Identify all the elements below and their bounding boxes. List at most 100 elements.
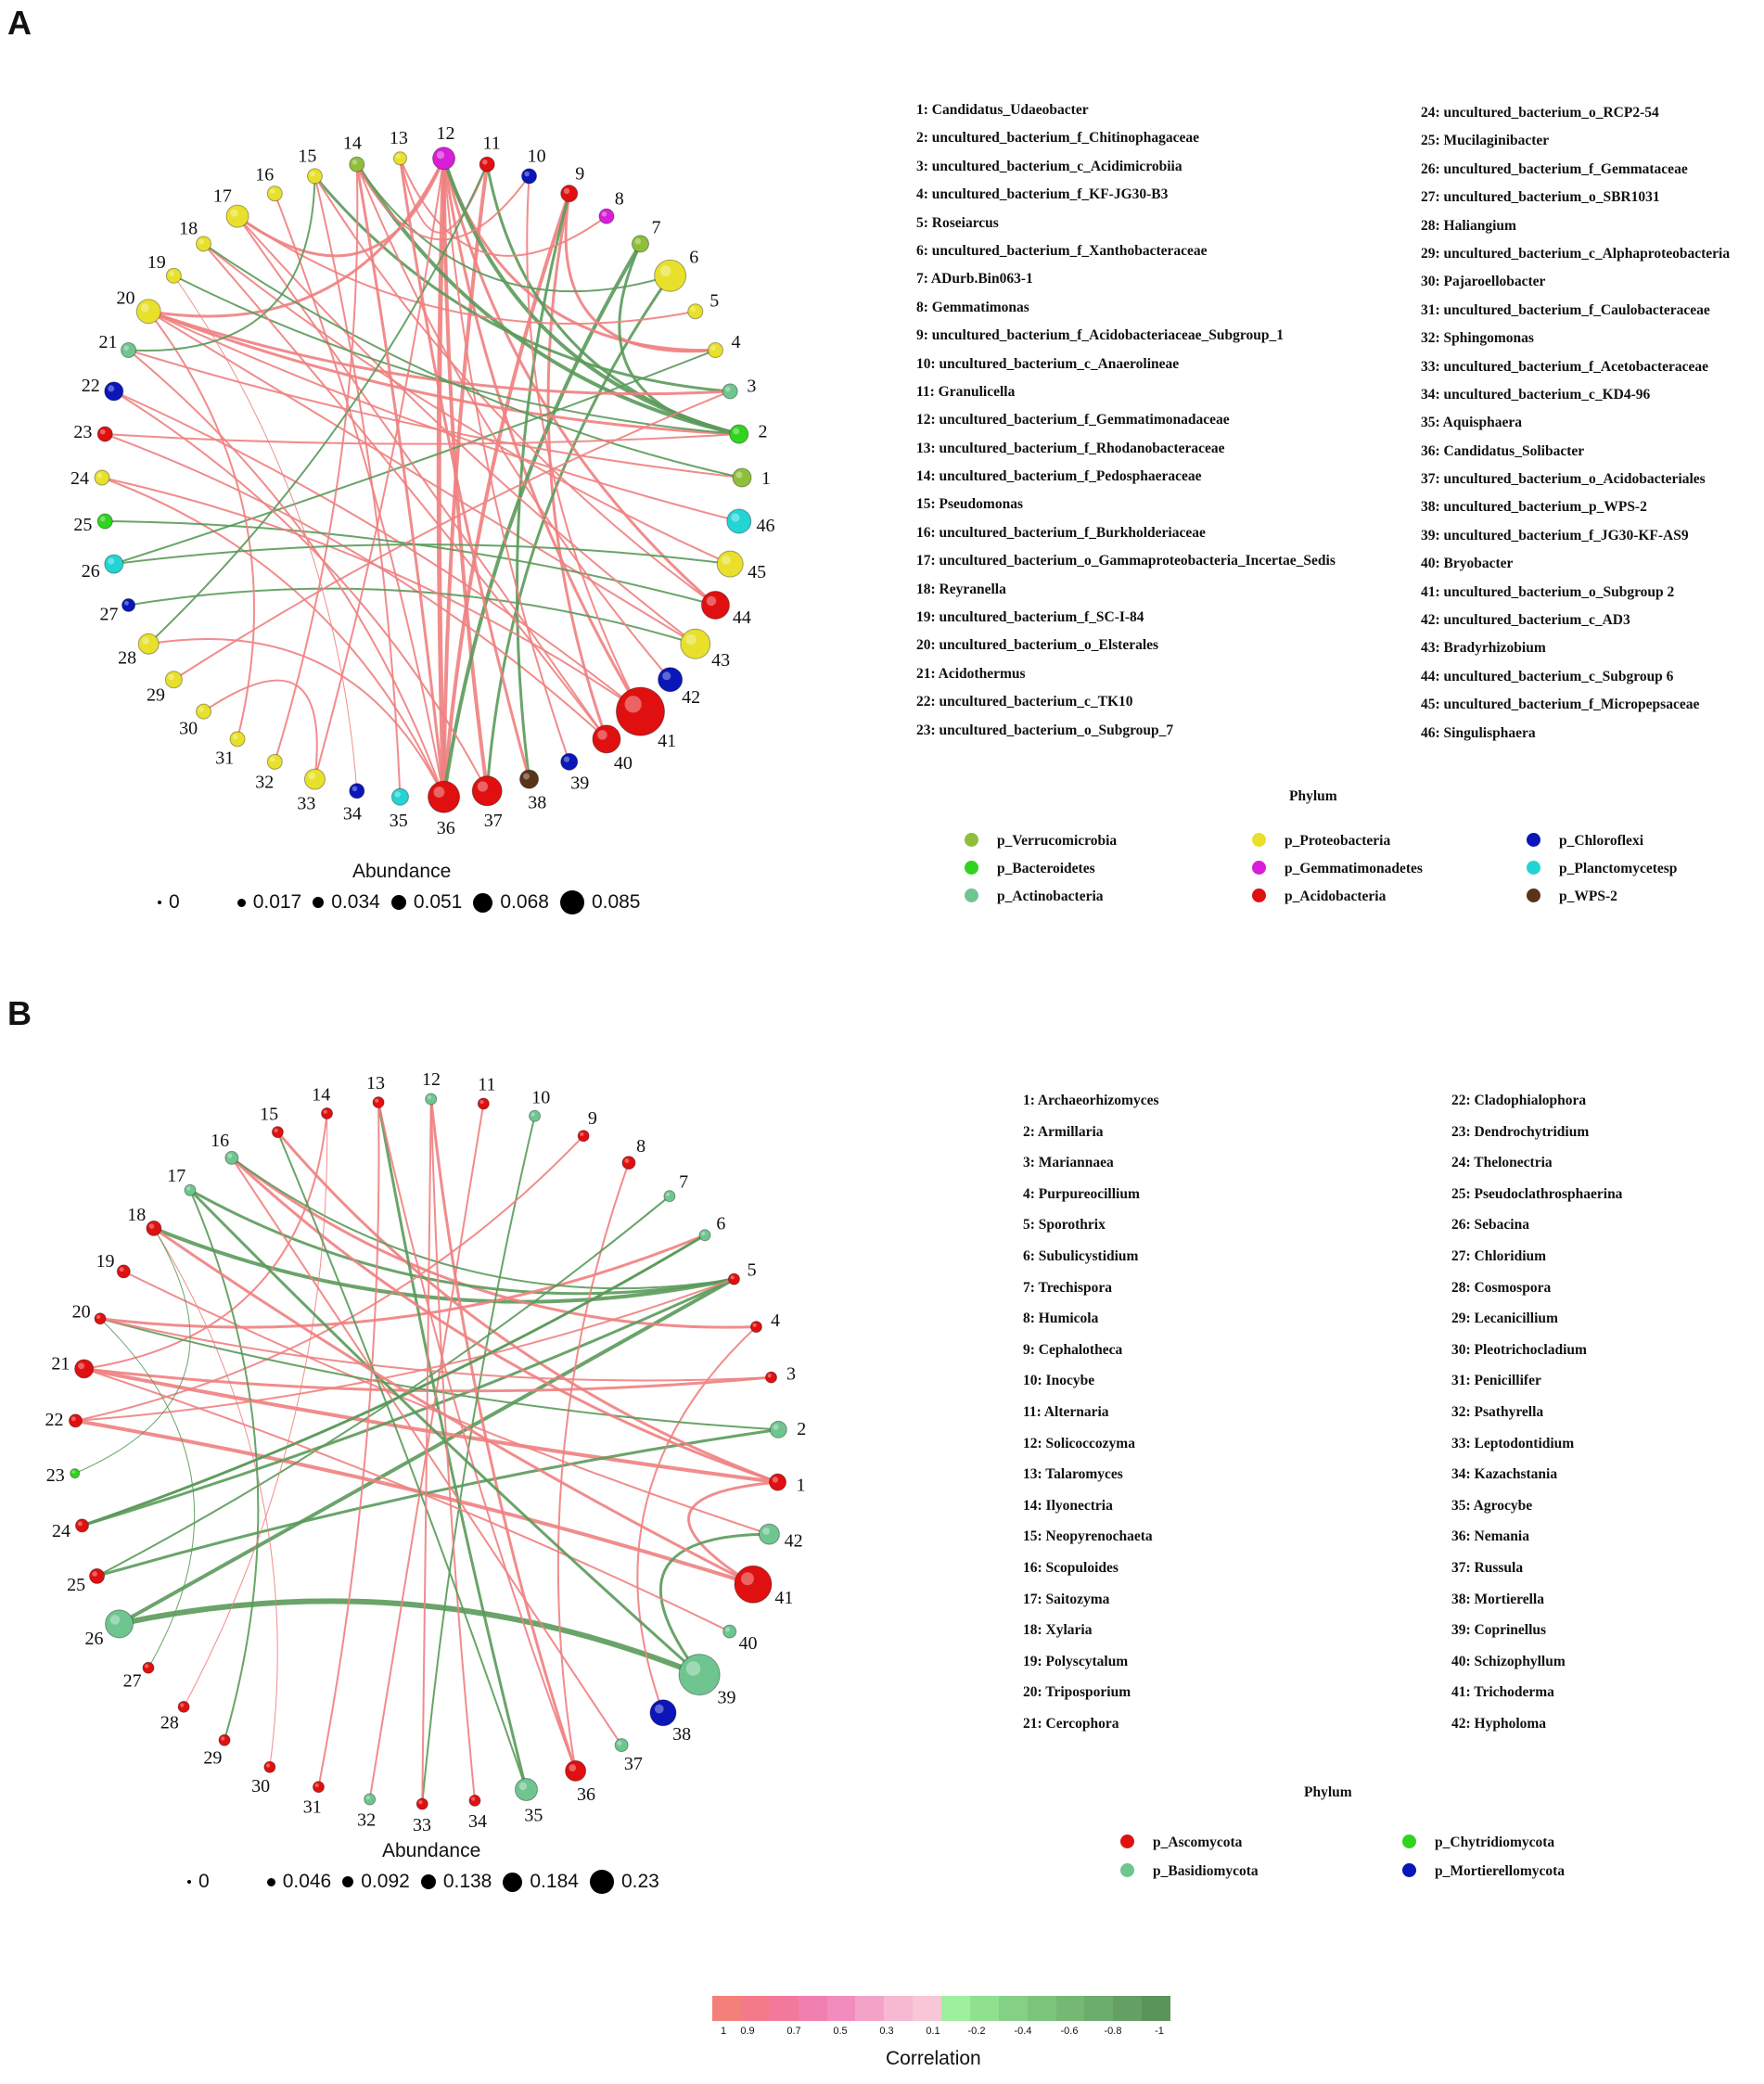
panel-b-letter: B: [7, 994, 32, 1032]
node-35: [514, 1777, 538, 1801]
basidiomycota-dot: [1120, 1863, 1134, 1877]
node-label: 32: [357, 1810, 376, 1831]
node-33: [415, 1797, 428, 1810]
node-label: 17: [213, 185, 232, 206]
node-highlight: [659, 265, 671, 277]
correlation-edge: [82, 1234, 706, 1527]
node-13: [392, 151, 407, 166]
node-highlight: [198, 238, 204, 245]
taxon: 36: Nemania: [1451, 1528, 1529, 1545]
node-highlight: [662, 671, 671, 681]
taxon: 35: Agrocybe: [1451, 1497, 1533, 1514]
node-highlight: [308, 772, 316, 780]
chloroflexi-dot: [1527, 833, 1540, 847]
node-label: 24: [52, 1521, 70, 1541]
correlation-edge: [658, 1532, 770, 1676]
taxon: 43: Bradyrhizobium: [1421, 640, 1546, 657]
abundance-item: 0.068: [473, 891, 549, 914]
legend-item-actinobacteria: p_Actinobacteria: [965, 889, 1104, 905]
node-label: 4: [731, 332, 740, 352]
node-label: 13: [366, 1073, 385, 1093]
node-label: 28: [160, 1712, 179, 1732]
node-highlight: [701, 1231, 706, 1236]
node-label: 40: [738, 1633, 757, 1654]
node-highlight: [145, 1664, 149, 1668]
ascomycota-dot: [1120, 1835, 1134, 1848]
taxon: 25: Mucilaginibacter: [1421, 133, 1550, 149]
taxon: 31: uncultured_bacterium_f_Caulobacterac…: [1421, 301, 1710, 318]
taxon: 32: Sphingomonas: [1421, 330, 1534, 347]
node-34: [349, 783, 365, 799]
taxon: 18: Reyranella: [916, 581, 1006, 597]
node-40: [592, 724, 621, 754]
correlation-edge: [355, 163, 446, 798]
node-31: [229, 731, 246, 748]
node-highlight: [96, 1314, 101, 1320]
node-21: [121, 342, 137, 359]
node-highlight: [772, 1477, 779, 1483]
node-label: 30: [179, 719, 198, 739]
node-label: 9: [588, 1108, 597, 1129]
taxon: 42: Hypholoma: [1451, 1715, 1547, 1732]
correlation-edge: [147, 310, 740, 522]
taxon: 32: Psathyrella: [1451, 1403, 1544, 1420]
taxon: 36: Candidatus_Solibacter: [1421, 442, 1585, 459]
taxon: 29: uncultured_bacterium_c_Alphaproteoba…: [1421, 245, 1731, 262]
node-label: 15: [298, 146, 316, 166]
node-highlight: [597, 730, 607, 740]
taxon: 37: uncultured_bacterium_o_Acidobacteria…: [1421, 471, 1706, 488]
node-highlight: [530, 1112, 535, 1117]
correlation-edge: [202, 243, 743, 479]
node-label: 14: [343, 134, 362, 154]
node-label: 41: [658, 731, 676, 751]
node-label: 7: [679, 1172, 688, 1193]
node-label: 21: [99, 332, 118, 352]
legend-item-acidobacteria: p_Acidobacteria: [1252, 889, 1386, 905]
node-39: [678, 1654, 721, 1696]
node-label: 14: [312, 1084, 330, 1105]
node-highlight: [666, 1192, 671, 1196]
node-12: [425, 1093, 438, 1106]
taxon: 7: ADurb.Bin063-1: [916, 271, 1033, 288]
node-2: [769, 1420, 787, 1438]
node-label: 12: [422, 1069, 441, 1090]
legend-item-basidiomycota: p_Basidiomycota: [1120, 1863, 1259, 1880]
node-38: [649, 1699, 677, 1727]
node-highlight: [227, 1153, 233, 1158]
node-highlight: [352, 786, 358, 792]
taxon: 1: Archaeorhizomyces: [1023, 1093, 1159, 1108]
abundance-item: 0.085: [559, 890, 641, 914]
correlation-title: Correlation: [886, 2048, 981, 2069]
correlation-edge: [202, 243, 731, 565]
node-label: 26: [85, 1629, 104, 1649]
taxon: 40: Bryobacter: [1421, 556, 1514, 572]
node-highlight: [180, 1703, 185, 1707]
node-10: [529, 1109, 542, 1122]
correlation-edge: [546, 193, 608, 740]
correlation-edge: [105, 433, 739, 445]
node-28: [177, 1700, 190, 1713]
correlation-edge: [113, 390, 642, 712]
node-26: [105, 1609, 134, 1639]
correlation-edge: [441, 163, 490, 798]
correlation-edge: [313, 175, 717, 607]
node-label: 7: [652, 218, 661, 238]
node-label: 22: [82, 376, 100, 396]
correlation-edge: [147, 311, 255, 740]
node-highlight: [100, 516, 106, 522]
node-label: 25: [67, 1575, 85, 1595]
node-label: 2: [759, 421, 768, 441]
node-1: [769, 1473, 787, 1491]
node-label: 30: [251, 1776, 270, 1796]
taxon: 38: Mortierella: [1451, 1591, 1544, 1607]
correlation-edge: [355, 163, 671, 681]
node-label: 29: [203, 1747, 222, 1768]
abundance-item: 0.23: [589, 1870, 659, 1894]
node-36: [565, 1759, 587, 1782]
node-25: [96, 513, 113, 530]
node-highlight: [601, 211, 607, 217]
taxon: 27: uncultured_bacterium_o_SBR1031: [1421, 189, 1660, 206]
node-label: 21: [51, 1354, 70, 1374]
correlation-edge: [173, 390, 731, 681]
